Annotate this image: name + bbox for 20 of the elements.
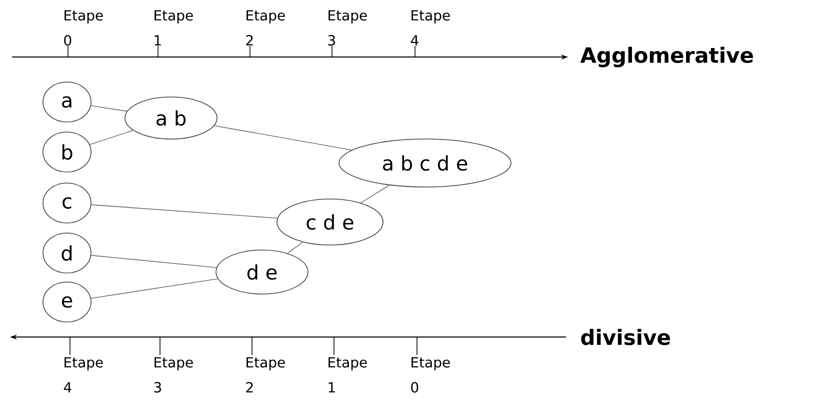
step-label: Etape 3 [328,10,367,46]
step-label: Etape 0 [411,357,450,393]
axis-title: Agglomerative [580,46,753,68]
step-label: Etape 2 [246,357,285,392]
connector-line [90,105,128,112]
connector-line [89,130,134,145]
step-label: Etape 2 [246,10,285,46]
connector-line [214,125,352,150]
connector-line [90,255,217,268]
step-label: Etape 4 [64,357,103,392]
step-label: Etape 1 [328,357,367,392]
connector-line [90,204,278,219]
step-label: Etape 4 [410,10,450,46]
step-label: Etape 3 [154,357,193,393]
axis-title: divisive [581,328,670,346]
connector-line [90,278,218,299]
step-label: Etape 0 [64,10,103,46]
connector-line [360,184,390,204]
connector-line [287,242,304,254]
step-label: Etape 1 [154,10,193,46]
